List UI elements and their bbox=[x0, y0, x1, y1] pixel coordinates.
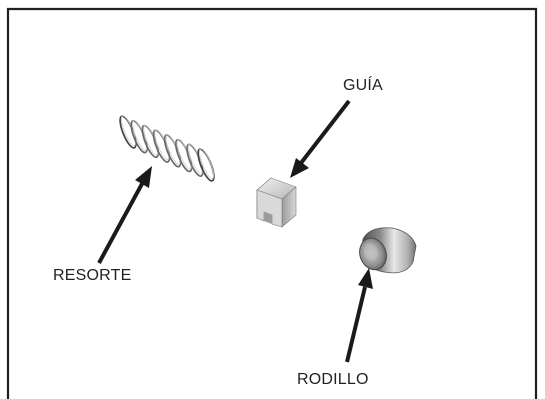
spring-coil-highlight bbox=[199, 148, 215, 180]
roller-part bbox=[359, 227, 417, 274]
arrow-resorte bbox=[97, 166, 152, 264]
guide-part bbox=[256, 177, 297, 228]
frame-border bbox=[6, 7, 538, 399]
rodillo-label: RODILLO bbox=[297, 371, 369, 388]
spring-part bbox=[119, 115, 215, 182]
arrow-rodillo bbox=[345, 268, 373, 363]
guia-label: GUÍA bbox=[343, 77, 383, 94]
arrow-guia bbox=[290, 99, 351, 178]
resorte-label: RESORTE bbox=[53, 267, 132, 284]
